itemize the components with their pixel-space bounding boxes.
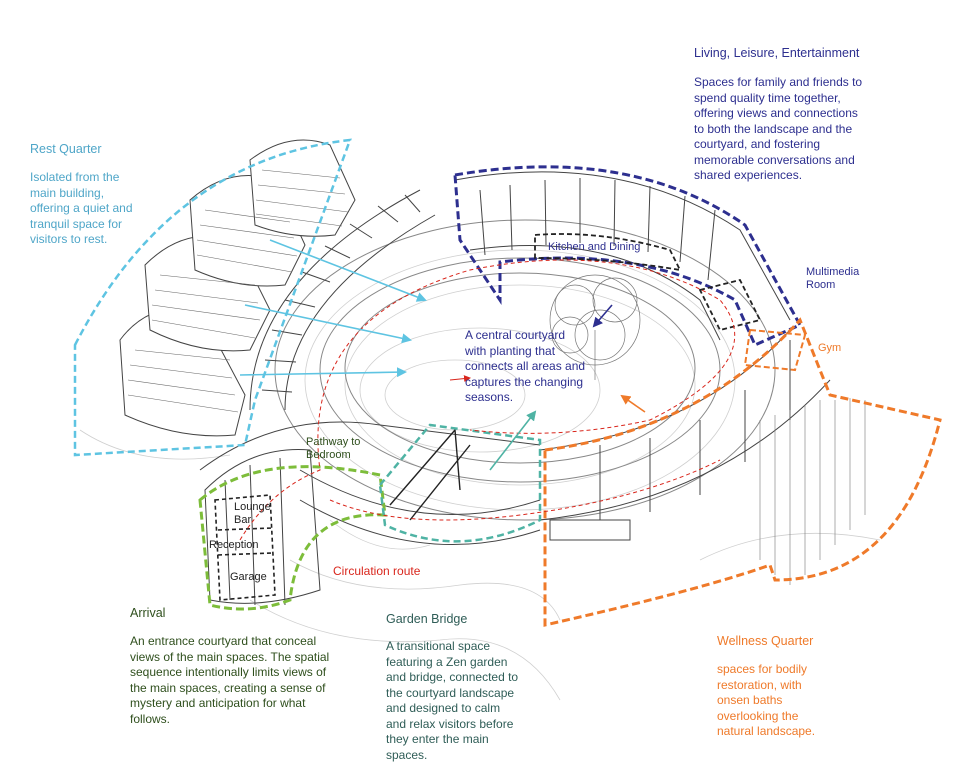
living-title: Living, Leisure, Entertainment xyxy=(694,46,860,60)
rest-arrow-3 xyxy=(239,367,407,378)
rest-description: Isolated from the main building, offerin… xyxy=(30,170,133,246)
reception-label: Reception xyxy=(209,539,259,551)
courtyard-tree xyxy=(549,274,641,380)
kitchen-dining-label: Kitchen and Dining xyxy=(548,241,641,253)
inner-wall xyxy=(199,421,541,546)
bridge-zone-outline xyxy=(378,423,542,543)
multimedia-room-outline xyxy=(698,278,762,332)
circulation-route xyxy=(239,259,736,541)
courtyard-outline xyxy=(274,219,776,521)
arrival-building xyxy=(204,449,321,606)
wellness-arrow xyxy=(620,394,646,413)
rest-zone-outline xyxy=(73,138,352,457)
pathway-label: Pathway to Bedroom xyxy=(306,436,361,461)
cabin-roof-hatching xyxy=(127,169,349,413)
multimedia-room-label: Multimedia Room xyxy=(806,266,860,291)
bridge-arrow xyxy=(489,410,537,471)
bridge-title: Garden Bridge xyxy=(386,612,468,626)
living-description: Spaces for family and friends to spend q… xyxy=(694,75,863,182)
living-arrow xyxy=(592,304,613,328)
garden-bridge xyxy=(389,428,471,521)
arrival-rooms-outline xyxy=(214,494,276,601)
kitchen-dining-outline xyxy=(534,233,682,272)
circulation-route-label: Circulation route xyxy=(333,564,421,578)
wellness-fence xyxy=(759,398,866,585)
rest-quarter-cabins xyxy=(119,139,356,437)
gym-label: Gym xyxy=(818,342,842,354)
rest-arrow-2 xyxy=(244,304,412,344)
arrival-description: An entrance courtyard that conceal views… xyxy=(130,634,330,726)
bridge-description: A transitional space featuring a Zen gar… xyxy=(386,639,519,762)
circulation-route-2 xyxy=(329,459,721,521)
gym-outline xyxy=(743,328,807,372)
lounge-bar-label: Lounge Bar xyxy=(234,501,271,526)
garage-label: Garage xyxy=(230,571,267,583)
rest-walkway xyxy=(249,189,436,411)
living-wing xyxy=(454,171,791,341)
wellness-title: Wellness Quarter xyxy=(717,634,814,648)
rest-arrow-1 xyxy=(269,239,427,302)
rest-title: Rest Quarter xyxy=(30,142,102,156)
circulation-arrow xyxy=(449,375,471,383)
arrival-title: Arrival xyxy=(130,606,166,620)
arrival-zone-outline xyxy=(198,465,387,611)
wellness-description: spaces for bodily restoration, with onse… xyxy=(717,662,816,738)
courtyard-description: A central courtyard with planting that c… xyxy=(465,328,586,404)
wellness-zone-outline xyxy=(543,317,942,627)
